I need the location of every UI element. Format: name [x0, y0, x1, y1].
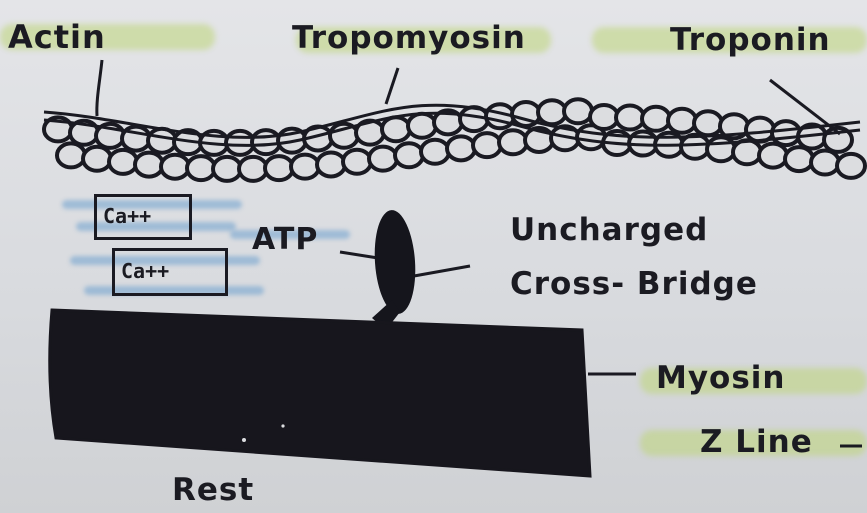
- tropomyosin-pointer: [386, 68, 398, 104]
- speck-2: [281, 424, 284, 427]
- cross-bridge-head: [371, 209, 418, 316]
- tropomyosin-label: Tropomyosin: [292, 20, 526, 56]
- troponin-label: Troponin: [670, 22, 831, 58]
- atp-label: ATP: [252, 222, 318, 257]
- actin-bead: [564, 99, 592, 123]
- cross-bridge-pointer: [414, 266, 470, 276]
- actin-label: Actin: [8, 18, 106, 56]
- actin-bead: [109, 150, 137, 174]
- actin-bead: [252, 130, 280, 154]
- myosin-filament: [50, 310, 590, 476]
- cross-bridge-label-line2: Cross- Bridge: [510, 266, 758, 302]
- calcium-ion-box-1: Ca++: [94, 194, 192, 240]
- actin-bead: [395, 143, 423, 167]
- actin-bead: [707, 137, 735, 161]
- actin-bead: [759, 144, 787, 168]
- actin-bead: [616, 106, 644, 130]
- actin-bead: [161, 155, 189, 179]
- z-line-label: Z Line: [700, 424, 813, 460]
- actin-bead: [785, 147, 813, 171]
- actin-bead: [408, 114, 436, 138]
- actin-bead: [590, 105, 618, 129]
- actin-bead: [239, 157, 267, 181]
- actin-pointer: [97, 60, 102, 116]
- actin-bead: [369, 147, 397, 171]
- actin-bead: [213, 157, 241, 181]
- actin-bead: [135, 153, 163, 177]
- myosin-label: Myosin: [656, 360, 786, 396]
- actin-bead: [343, 150, 371, 174]
- atp-pointer: [340, 252, 378, 258]
- actin-bead: [57, 143, 85, 167]
- actin-bead: [772, 121, 800, 145]
- actin-bead: [265, 156, 293, 180]
- speck-1: [242, 438, 246, 442]
- actin-bead: [148, 129, 176, 153]
- actin-bead: [473, 133, 501, 157]
- actin-bead: [668, 109, 696, 133]
- cross-bridge-label-line1: Uncharged: [510, 212, 708, 248]
- actin-bead: [811, 151, 839, 175]
- actin-bead: [382, 117, 410, 141]
- actin-bead: [733, 140, 761, 164]
- actin-bead: [538, 100, 566, 124]
- actin-bead: [317, 152, 345, 176]
- actin-bead: [83, 147, 111, 171]
- actin-bead: [837, 154, 865, 178]
- actin-bead: [499, 130, 527, 154]
- actin-bead: [447, 136, 475, 160]
- calcium-ion-box-2: Ca++: [112, 248, 228, 296]
- actin-bead: [226, 131, 254, 155]
- actin-bead: [187, 156, 215, 180]
- actin-bead: [642, 107, 670, 131]
- actin-bead: [694, 111, 722, 135]
- actin-bead: [421, 140, 449, 164]
- rest-label: Rest: [172, 472, 254, 508]
- actin-bead: [291, 155, 319, 179]
- actin-filament: [44, 99, 865, 181]
